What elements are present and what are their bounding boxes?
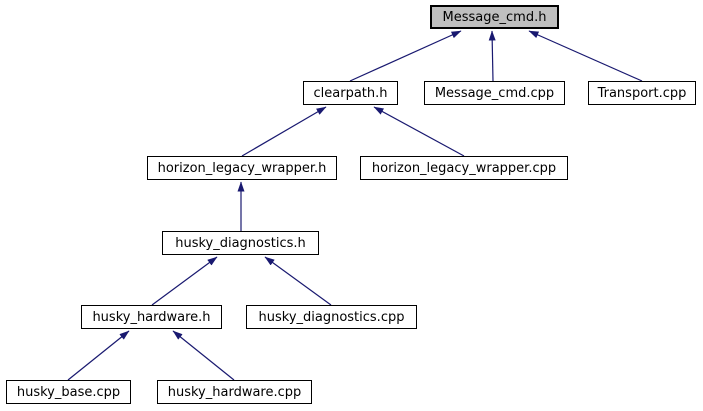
graph-node-husky-diagnostics-cpp[interactable]: husky_diagnostics.cpp (246, 305, 417, 329)
graph-node-husky-diagnostics-h[interactable]: husky_diagnostics.h (162, 231, 319, 255)
edge-husky-hardware-h-to-husky-diagnostics-h (151, 256, 218, 306)
edge-husky-hardware-cpp-to-husky-hardware-h (172, 330, 235, 381)
graph-node-message-cmd-h[interactable]: Message_cmd.h (430, 5, 559, 29)
edge-message-cmd-cpp-to-message-cmd-h (488, 30, 496, 82)
edge-husky-base-cpp-to-husky-hardware-h (67, 330, 130, 381)
graph-node-husky-hardware-cpp[interactable]: husky_hardware.cpp (157, 380, 312, 404)
graph-node-husky-base-cpp[interactable]: husky_base.cpp (6, 380, 131, 404)
edge-husky-diagnostics-cpp-to-husky-diagnostics-h (264, 256, 332, 306)
edge-horizon-legacy-wrapper-cpp-to-clearpath-h (373, 106, 465, 157)
graph-node-transport-cpp[interactable]: Transport.cpp (588, 81, 696, 105)
graph-node-clearpath-h[interactable]: clearpath.h (303, 81, 398, 105)
graph-node-horizon-legacy-wrapper-cpp[interactable]: horizon_legacy_wrapper.cpp (360, 156, 568, 180)
graph-node-husky-hardware-h[interactable]: husky_hardware.h (81, 305, 222, 329)
edge-clearpath-h-to-message-cmd-h (349, 30, 462, 82)
edge-horizon-legacy-wrapper-h-to-clearpath-h (241, 106, 327, 157)
edge-transport-cpp-to-message-cmd-h (528, 30, 643, 82)
graph-node-horizon-legacy-wrapper-h[interactable]: horizon_legacy_wrapper.h (147, 156, 337, 180)
graph-node-message-cmd-cpp[interactable]: Message_cmd.cpp (424, 81, 565, 105)
